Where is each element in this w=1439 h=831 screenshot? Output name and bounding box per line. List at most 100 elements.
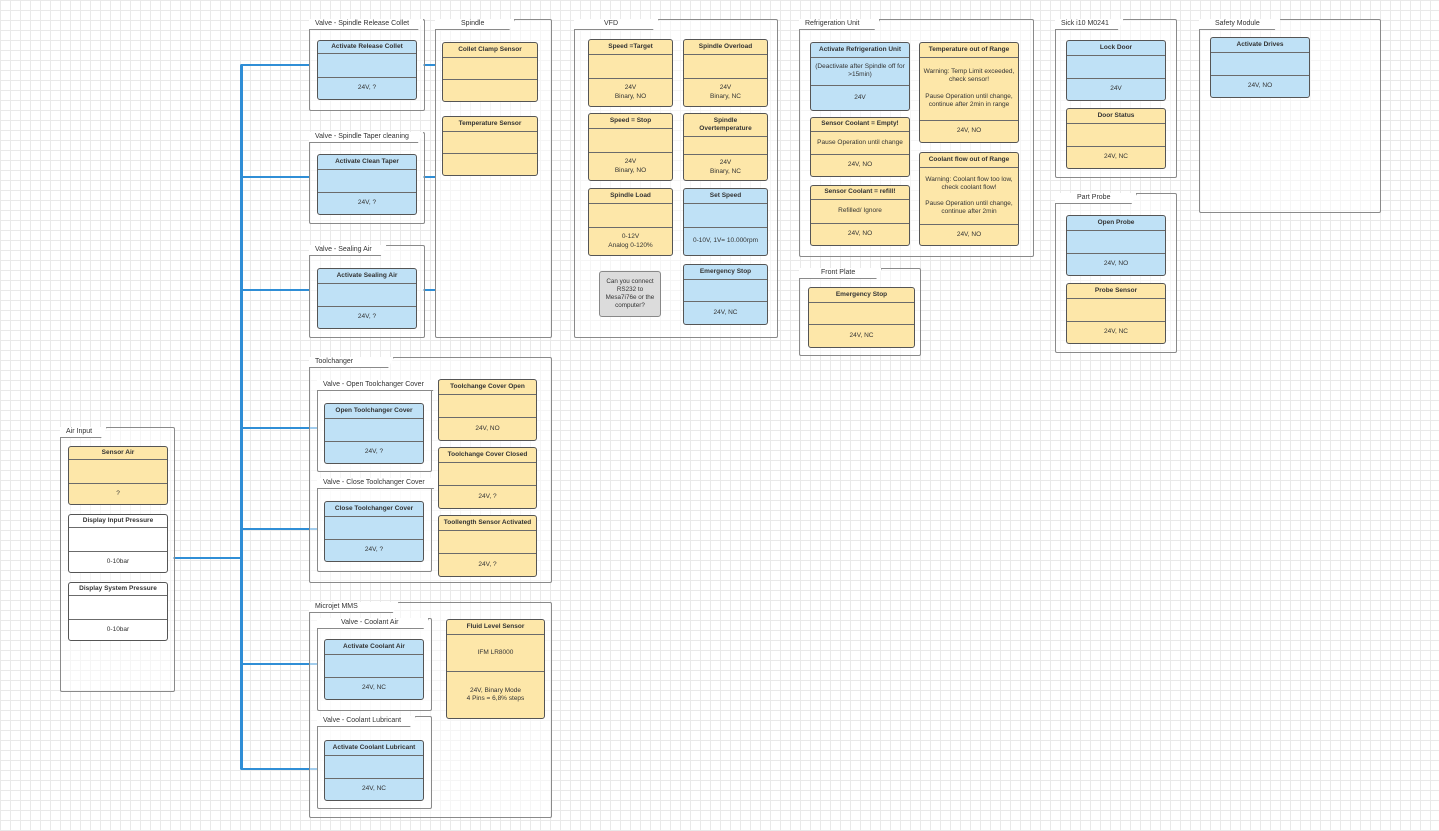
card-value: 24V, NO	[956, 230, 982, 238]
card-toollength-sensor[interactable]: Toollength Sensor Activated 24V, ?	[438, 515, 537, 577]
card-value: 24V, NC	[1104, 328, 1128, 336]
card-value: 24V, NC	[1104, 153, 1128, 161]
card-title: Activate Release Collet	[331, 42, 403, 50]
card-temperature-out-of-range[interactable]: Temperature out of Range Warning: Temp L…	[919, 42, 1019, 143]
card-value: 24V, NO	[847, 230, 873, 238]
card-activate-coolant-lubricant[interactable]: Activate Coolant Lubricant 24V, NC	[324, 740, 424, 801]
connector-clean-taper	[241, 176, 309, 178]
card-value: ?	[116, 489, 120, 497]
card-activate-coolant-air[interactable]: Activate Coolant Air 24V, NC	[324, 639, 424, 700]
card-title: Toolchange Cover Open	[450, 382, 525, 390]
card-emergency-stop-vfd[interactable]: Emergency Stop 24V, NC	[683, 264, 768, 325]
card-value: 24V, NC	[362, 785, 386, 793]
card-value: 24V, NO	[847, 161, 873, 169]
card-temperature-sensor[interactable]: Temperature Sensor	[442, 116, 538, 176]
card-title: Toolchange Cover Closed	[447, 450, 528, 458]
connector-air-input	[173, 557, 242, 559]
card-lock-door[interactable]: Lock Door 24V	[1066, 40, 1166, 101]
frame-title: Valve - Spindle Taper cleaning	[309, 132, 424, 143]
card-toolchange-cover-open[interactable]: Toolchange Cover Open 24V, NO	[438, 379, 537, 441]
card-middle: Warning: Coolant flow too low, check coo…	[925, 175, 1013, 216]
card-title: Speed = Stop	[609, 116, 652, 124]
card-title: Spindle Overtemperature	[699, 116, 752, 132]
frame-title: Valve - Coolant Air	[317, 618, 429, 629]
card-title: Activate Coolant Air	[343, 642, 405, 650]
card-fluid-level-sensor[interactable]: Fluid Level Sensor IFM LR8000 24V, Binar…	[446, 619, 545, 719]
frame-title: Safety Module	[1199, 19, 1281, 30]
connector-close-cover	[241, 528, 317, 530]
card-value: 24V, NC	[713, 308, 738, 316]
card-spindle-load[interactable]: Spindle Load 0-12V Analog 0-120%	[588, 188, 673, 256]
card-spindle-overload[interactable]: Spindle Overload 24V Binary, NC	[683, 39, 768, 107]
card-display-input-pressure[interactable]: Display Input Pressure 0-10bar	[68, 514, 168, 573]
card-middle: Refilled/ Ignore	[838, 206, 882, 214]
card-sensor-air[interactable]: Sensor Air ?	[68, 446, 168, 505]
connector-trunk	[240, 64, 243, 770]
card-middle: IFM LR8000	[477, 648, 514, 656]
card-title: Activate Drives	[1236, 40, 1284, 48]
connector-open-cover	[241, 427, 317, 429]
card-value: 24V Binary, NC	[710, 159, 741, 175]
card-value: 24V Binary, NC	[710, 84, 741, 100]
card-collet-clamp-sensor[interactable]: Collet Clamp Sensor	[442, 42, 538, 102]
card-toolchange-cover-closed[interactable]: Toolchange Cover Closed 24V, ?	[438, 447, 537, 509]
card-title: Set Speed	[709, 191, 742, 199]
card-value: 0-10V, 1V= 10.000rpm	[693, 237, 758, 245]
card-title: Open Toolchanger Cover	[335, 406, 413, 414]
card-title: Sensor Air	[101, 448, 135, 456]
card-value: 24V, ?	[478, 492, 497, 500]
card-value: 24V, NO	[956, 127, 982, 135]
card-value: 0-12V Analog 0-120%	[608, 233, 653, 249]
card-open-toolchanger-cover[interactable]: Open Toolchanger Cover 24V, ?	[324, 403, 424, 464]
note-rs232[interactable]: Can you connect RS232 to Mesa7i76e or th…	[599, 271, 661, 317]
card-display-system-pressure[interactable]: Display System Pressure 0-10bar	[68, 582, 168, 641]
card-spindle-overtemperature[interactable]: Spindle Overtemperature 24V Binary, NC	[683, 113, 768, 181]
card-value: 24V, ?	[357, 84, 377, 92]
card-value: 0-10bar	[106, 625, 130, 633]
card-speed-target[interactable]: Speed =Target 24V Binary, NO	[588, 39, 673, 107]
connector-spindle-2	[423, 176, 435, 178]
card-value: 24V, Binary Mode 4 Pins = 6,8% steps	[466, 686, 525, 702]
frame-title: Valve - Coolant Lubricant	[317, 716, 416, 727]
card-activate-sealing-air[interactable]: Activate Sealing Air 24V, ?	[317, 268, 417, 329]
card-open-probe[interactable]: Open Probe 24V, NO	[1066, 215, 1166, 276]
card-title: Emergency Stop	[699, 267, 752, 275]
frame-title: Valve - Close Toolchanger Cover	[317, 478, 440, 489]
card-value: 24V, ?	[357, 199, 377, 207]
card-probe-sensor[interactable]: Probe Sensor 24V, NC	[1066, 283, 1166, 344]
card-emergency-stop-front[interactable]: Emergency Stop 24V, NC	[808, 287, 915, 348]
card-middle: Warning: Temp Limit exceeded, check sens…	[923, 68, 1015, 108]
frame-title: Microjet MMS	[309, 602, 399, 613]
card-title: Temperature Sensor	[458, 119, 522, 127]
card-value: 24V, ?	[357, 313, 377, 321]
card-title: Activate Coolant Lubricant	[332, 743, 416, 751]
card-activate-drives[interactable]: Activate Drives 24V, NO	[1210, 37, 1310, 98]
card-title: Collet Clamp Sensor	[458, 45, 522, 53]
card-value: 24V, NO	[1247, 82, 1273, 90]
card-value: 24V, ?	[364, 546, 384, 554]
card-coolant-flow-out-of-range[interactable]: Coolant flow out of Range Warning: Coola…	[919, 152, 1019, 246]
card-title: Open Probe	[1097, 218, 1135, 226]
card-title: Display Input Pressure	[82, 516, 154, 524]
card-value: 0-10bar	[106, 557, 130, 565]
connector-coolant-lubricant	[241, 768, 317, 770]
card-title: Close Toolchanger Cover	[334, 504, 414, 512]
card-sensor-coolant-refill[interactable]: Sensor Coolant = refill! Refilled/ Ignor…	[810, 185, 910, 246]
card-value: 24V, ?	[478, 560, 497, 568]
card-door-status[interactable]: Door Status 24V, NC	[1066, 108, 1166, 169]
card-title: Temperature out of Range	[928, 45, 1010, 53]
card-activate-refrigeration[interactable]: Activate Refrigeration Unit (Deactivate …	[810, 42, 910, 111]
connector-coolant-air	[241, 663, 317, 665]
card-set-speed[interactable]: Set Speed 0-10V, 1V= 10.000rpm	[683, 188, 768, 256]
card-title: Spindle Load	[610, 191, 651, 199]
frame-title: Air Input	[60, 427, 107, 438]
card-speed-stop[interactable]: Speed = Stop 24V Binary, NO	[588, 113, 673, 181]
card-activate-release-collet[interactable]: Activate Release Collet 24V, ?	[317, 40, 417, 100]
card-value: 24V, NO	[475, 424, 500, 432]
card-close-toolchanger-cover[interactable]: Close Toolchanger Cover 24V, ?	[324, 501, 424, 562]
card-activate-clean-taper[interactable]: Activate Clean Taper 24V, ?	[317, 154, 417, 215]
frame-title: VFD	[574, 19, 659, 30]
card-sensor-coolant-empty[interactable]: Sensor Coolant = Empty! Pause Operation …	[810, 117, 910, 177]
card-title: Probe Sensor	[1094, 286, 1138, 294]
card-title: Door Status	[1097, 111, 1135, 119]
